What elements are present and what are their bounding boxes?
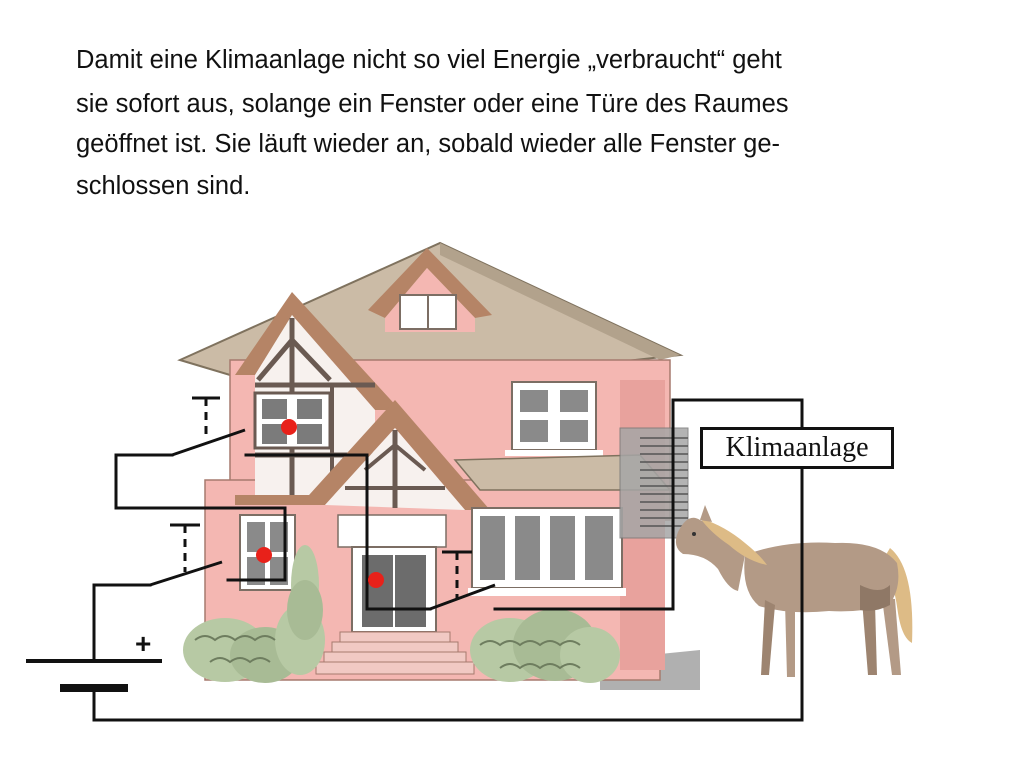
window-contact-dot-1 xyxy=(281,419,297,435)
battery-symbol xyxy=(26,659,162,692)
bush-right xyxy=(470,609,620,683)
horse-illustration xyxy=(675,505,913,677)
window-contact-dot-2 xyxy=(256,547,272,563)
battery-plus-sign: + xyxy=(135,628,152,659)
door-contact-dot xyxy=(368,572,384,588)
air-conditioner-label-text: Klimaanlage xyxy=(725,432,869,463)
air-conditioner-label: Klimaanlage xyxy=(700,427,894,469)
text-line-4: schlossen sind. xyxy=(76,172,251,200)
switch-2 xyxy=(149,523,223,587)
text-line-3: geöffnet ist. Sie läuft wieder an, sobal… xyxy=(76,130,781,158)
switch-1 xyxy=(171,396,246,457)
text-line-1: Damit eine Klimaanlage nicht so viel Ene… xyxy=(76,46,782,74)
circuit-wires xyxy=(92,398,804,722)
bush-left xyxy=(183,545,325,683)
main-wire-loop xyxy=(92,398,804,722)
house-illustration xyxy=(177,241,700,690)
switch-3 xyxy=(429,550,496,611)
text-line-2: sie sofort aus, solange ein Fenster oder… xyxy=(76,90,789,118)
